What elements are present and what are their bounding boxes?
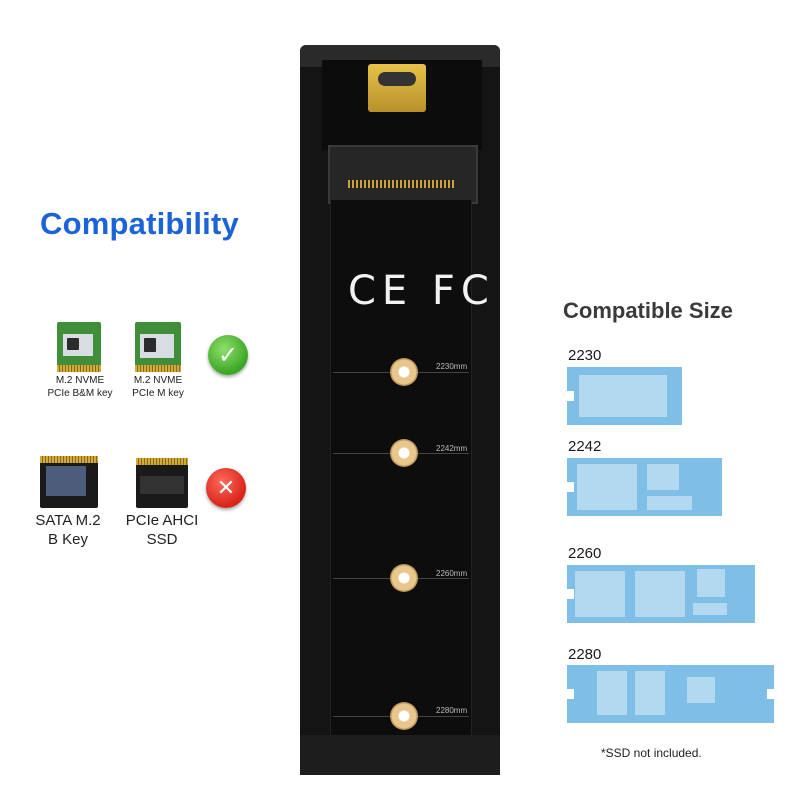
ssd-image-ahci bbox=[136, 458, 188, 508]
size-label-2260: 2260 bbox=[568, 545, 602, 562]
label-line: M.2 NVME bbox=[55, 375, 105, 386]
size-label-2242: 2242 bbox=[568, 438, 602, 455]
ssd-not-included-note: *SSD not included. bbox=[601, 746, 702, 760]
mounting-hole bbox=[390, 564, 418, 592]
compatible-size-title: Compatible Size bbox=[563, 298, 733, 323]
certification-marks: CE FC bbox=[348, 268, 495, 314]
size-label-2230: 2230 bbox=[568, 347, 602, 364]
label-line: SATA M.2 bbox=[35, 512, 101, 529]
pcb-board bbox=[330, 200, 472, 735]
label-line: M.2 NVME bbox=[133, 375, 183, 386]
mounting-hole bbox=[390, 702, 418, 730]
slot-label: 2242mm bbox=[436, 444, 468, 453]
label-line: B Key bbox=[47, 530, 89, 548]
slot-label: 2280mm bbox=[436, 706, 468, 715]
compatibility-title: Compatibility bbox=[40, 206, 239, 241]
ssd-2260-diagram bbox=[566, 565, 755, 623]
usb-c-port-icon bbox=[378, 72, 416, 86]
ssd-image-m-key bbox=[135, 322, 181, 372]
ssd-2230-diagram bbox=[566, 367, 682, 425]
cross-icon: ✕ bbox=[206, 468, 246, 508]
slot-label: 2260mm bbox=[436, 569, 468, 578]
ssd-image-bm-key bbox=[57, 322, 101, 372]
ssd-label-ahci: PCIe AHCI SSD bbox=[116, 512, 208, 550]
check-icon: ✓ bbox=[208, 335, 248, 375]
size-label-2280: 2280 bbox=[568, 646, 602, 663]
label-line: PCIe B&M key bbox=[47, 387, 113, 399]
ssd-2242-diagram bbox=[566, 458, 722, 516]
ssd-label-m-key: M.2 NVME PCIe M key bbox=[118, 375, 198, 400]
m2-slot bbox=[328, 145, 478, 204]
mounting-hole bbox=[390, 358, 418, 386]
label-line: PCIe M key bbox=[132, 387, 184, 399]
enclosure-bottom bbox=[300, 735, 500, 775]
m2-slot-pins bbox=[348, 180, 454, 188]
mounting-hole bbox=[390, 439, 418, 467]
ssd-image-sata bbox=[40, 456, 98, 508]
slot-label: 2230mm bbox=[436, 362, 468, 371]
ssd-label-sata: SATA M.2 B Key bbox=[28, 512, 108, 550]
ssd-2280-diagram bbox=[566, 665, 775, 723]
label-line: PCIe AHCI bbox=[125, 512, 199, 529]
label-line: SSD bbox=[146, 530, 178, 548]
ssd-label-bm-key: M.2 NVME PCIe B&M key bbox=[40, 375, 120, 400]
